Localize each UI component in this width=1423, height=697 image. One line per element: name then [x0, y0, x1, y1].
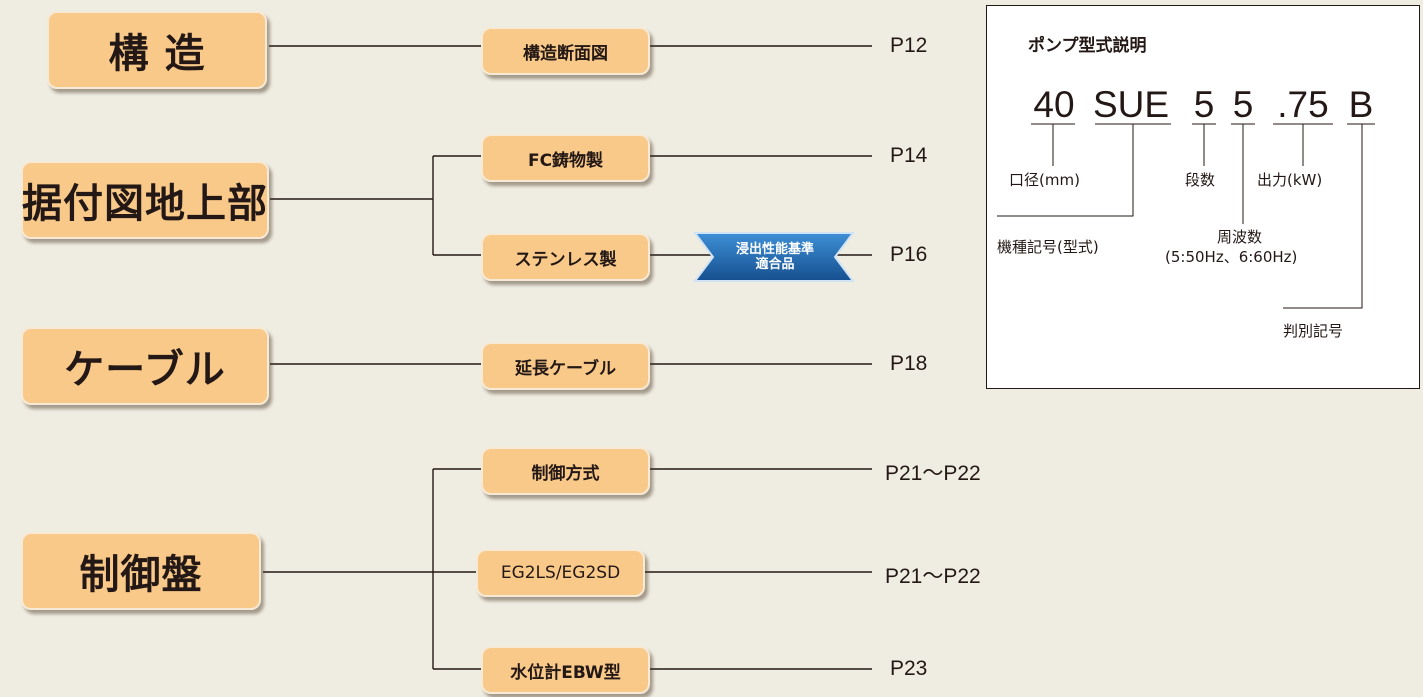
- label-output: 出力(kW): [1257, 171, 1323, 189]
- badge-ribbon-shape: [693, 232, 855, 282]
- item-stainless[interactable]: ステンレス製: [481, 233, 650, 281]
- item-fc-casting[interactable]: FC鋳物製: [481, 134, 650, 182]
- code-stages: 5: [1193, 84, 1215, 125]
- code-frequency: 5: [1232, 84, 1254, 125]
- label-model-code: 機種記号(型式): [997, 238, 1099, 256]
- item-water-level-meter[interactable]: 水位計EBW型: [481, 646, 650, 694]
- label-diameter: 口径(mm): [1009, 171, 1080, 189]
- badge-line-1: 浸出性能基準: [735, 242, 814, 257]
- label-stages: 段数: [1185, 171, 1216, 189]
- category-cable[interactable]: ケーブル: [21, 327, 269, 405]
- compliance-badge: 浸出性能基準 適合品: [693, 231, 857, 287]
- category-control-panel[interactable]: 制御盤: [21, 532, 261, 610]
- label-frequency: 周波数: [1217, 228, 1263, 246]
- item-eg2ls-eg2sd[interactable]: EG2LS/EG2SD: [476, 549, 645, 597]
- page-ref[interactable]: P14: [890, 144, 928, 167]
- page-ref[interactable]: P23: [890, 657, 928, 680]
- code-diameter: 40: [1033, 84, 1075, 125]
- panel-title: ポンプ型式説明: [1028, 36, 1147, 56]
- item-structure-section[interactable]: 構造断面図: [481, 27, 650, 75]
- item-extension-cable[interactable]: 延長ケーブル: [481, 342, 650, 390]
- code-identifier: B: [1348, 84, 1374, 125]
- page-ref[interactable]: P16: [890, 243, 928, 266]
- model-explanation-panel: ポンプ型式説明 40 SUE 5 5 .75 B 口径(mm) 段数 出力(kW…: [986, 5, 1420, 389]
- code-model: SUE: [1093, 84, 1170, 125]
- panel-leader-lines: [997, 123, 1375, 309]
- label-identifier: 判別記号: [1283, 322, 1344, 340]
- category-installation[interactable]: 据付図地上部: [21, 161, 269, 239]
- category-structure[interactable]: 構 造: [47, 11, 267, 89]
- page-ref[interactable]: P21～P22: [885, 462, 981, 485]
- code-output: .75: [1277, 84, 1329, 125]
- page-ref[interactable]: P21～P22: [885, 565, 981, 588]
- page-ref[interactable]: P18: [890, 352, 928, 375]
- page-ref[interactable]: P12: [890, 34, 928, 57]
- item-control-method[interactable]: 制御方式: [481, 447, 650, 495]
- badge-line-2: 適合品: [755, 257, 795, 272]
- label-frequency-detail: (5:50Hz、6:60Hz): [1165, 248, 1298, 266]
